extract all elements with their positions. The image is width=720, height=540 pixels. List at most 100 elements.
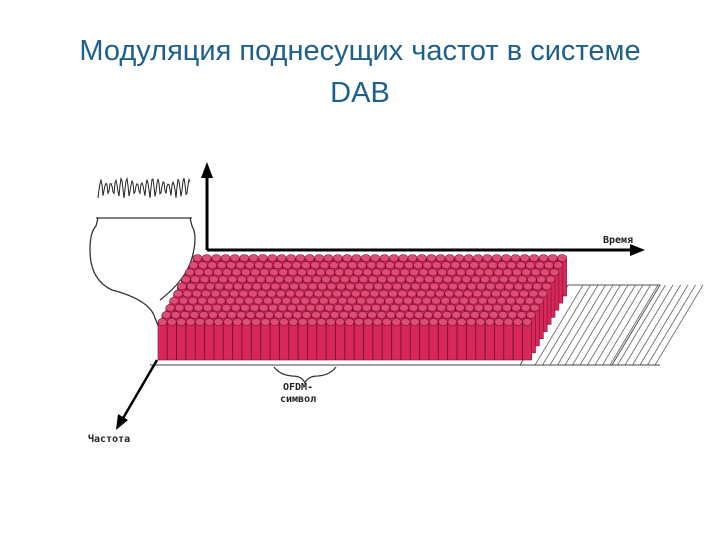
subcarrier-cylinder-top [472, 289, 483, 298]
subcarrier-cylinder-top [242, 282, 253, 291]
subcarrier-cylinder-top [491, 289, 501, 298]
subcarrier-cylinder-top [453, 289, 464, 298]
subcarrier-cylinder [494, 321, 504, 361]
subcarrier-cylinder-top [336, 282, 346, 291]
subcarrier-cylinder [167, 321, 177, 361]
hatch-line [557, 284, 606, 366]
subcarrier-cylinder-top [502, 268, 513, 277]
subcarrier-cylinder [410, 321, 420, 361]
subcarrier-cylinder-top [381, 268, 391, 277]
subcarrier-cylinder-top [515, 296, 525, 305]
subcarrier-cylinder-top [333, 303, 344, 312]
subcarrier-cylinder-top [349, 275, 359, 284]
subcarrier-cylinder-top [348, 311, 359, 319]
subcarrier-cylinder-top [530, 303, 540, 312]
subcarrier-cylinder-top [393, 296, 404, 305]
subcarrier-cylinder-top [413, 311, 424, 319]
subcarrier-cylinder-top [507, 311, 518, 319]
subcarrier-cylinder-top [194, 268, 204, 277]
subcarrier-cylinder-top [451, 311, 462, 319]
subcarrier-cylinder-top [444, 289, 455, 298]
subcarrier-cylinder-top [530, 268, 541, 277]
subcarrier-cylinder-top [222, 268, 232, 277]
subcarrier-cylinder-top [329, 311, 340, 319]
subcarrier-cylinder-top [326, 282, 337, 291]
subcarrier-cylinder-top [350, 289, 361, 298]
subcarrier-cylinder-top [484, 318, 495, 326]
subcarrier-cylinder-top [367, 311, 377, 319]
subcarrier-cylinder [363, 321, 374, 361]
subcarrier-cylinder-top [323, 254, 334, 262]
subcarrier-cylinder-top [353, 268, 363, 277]
subcarrier-waveform [97, 176, 191, 199]
subcarrier-cylinder-top [325, 268, 335, 277]
subcarrier-cylinder-top [297, 268, 307, 277]
subcarrier-cylinder-top [261, 282, 271, 291]
subcarrier-cylinder-top [211, 254, 221, 262]
subcarrier-cylinder-top [386, 275, 397, 284]
subcarrier-cylinder-top [250, 268, 260, 277]
subcarrier-cylinder-top [272, 261, 283, 269]
subcarrier-cylinder-top [391, 318, 402, 326]
subcarrier-cylinder-top [475, 318, 486, 326]
subcarrier-cylinder-top [212, 303, 222, 312]
subcarrier-cylinder-top [232, 318, 243, 326]
subcarrier-cylinder [185, 321, 196, 361]
subcarrier-cylinder-top [178, 296, 189, 305]
subcarrier-cylinder-top [185, 318, 196, 326]
subcarrier-cylinder-top [389, 254, 399, 262]
subcarrier-cylinder-top [385, 311, 396, 319]
subcarrier-cylinder-top [268, 303, 278, 312]
subcarrier-cylinder-top [557, 254, 567, 262]
subcarrier-cylinder-top [395, 311, 405, 319]
subcarrier-cylinder-top [456, 318, 467, 326]
ofdm-symbol-brace [273, 366, 337, 385]
subcarrier-cylinder-top [278, 268, 289, 277]
subcarrier-cylinder-top [298, 282, 309, 291]
subcarrier-cylinder-top [360, 254, 371, 262]
subcarrier-cylinder-top [297, 318, 308, 326]
subcarrier-cylinder-top [372, 318, 383, 326]
subcarrier-cylinder-top [385, 261, 395, 269]
subcarrier-cylinder-top [195, 318, 205, 326]
subcarrier-cylinder-top [234, 296, 245, 305]
subcarrier-cylinder-top [201, 289, 211, 298]
subcarrier-cylinder-top [189, 311, 200, 319]
subcarrier-cylinder-top [165, 303, 176, 312]
subcarrier-cylinder-top [193, 303, 204, 312]
subcarrier-cylinder [241, 321, 252, 361]
subcarrier-cylinder-top [369, 289, 380, 298]
subcarrier-cylinder-top [304, 254, 315, 262]
ofdm-carriers-block [157, 254, 567, 361]
subcarrier-cylinder-top [432, 311, 443, 319]
subcarrier-cylinder-top [213, 268, 223, 277]
subcarrier-cylinder-top [282, 261, 292, 269]
subcarrier-cylinder [279, 321, 289, 361]
subcarrier-cylinder-top [520, 303, 531, 312]
subcarrier-cylinder-top [468, 296, 479, 305]
subcarrier-cylinder-top [345, 282, 356, 291]
subcarrier-cylinder-top [544, 261, 554, 269]
subcarrier-cylinder-top [322, 289, 333, 298]
subcarrier-cylinder-top [236, 311, 246, 319]
subcarrier-cylinder-top [371, 303, 381, 312]
subcarrier-cylinder [307, 321, 317, 361]
subcarrier-cylinder-top [352, 303, 363, 312]
subcarrier-cylinder-top [244, 296, 254, 305]
subcarrier-cylinder-top [206, 296, 217, 305]
subcarrier-cylinder-top [244, 261, 255, 269]
subcarrier-cylinder-top [463, 254, 474, 262]
subcarrier-cylinder-top [301, 311, 312, 319]
subcarrier-cylinder-top [450, 261, 461, 269]
subcarrier-cylinder-top [307, 282, 318, 291]
subcarrier-cylinder-top [217, 311, 228, 319]
subcarrier-cylinder-top [500, 289, 511, 298]
subcarrier-cylinder-top [421, 296, 432, 305]
subcarrier-cylinder-top [216, 261, 227, 269]
subcarrier-cylinder-top [455, 303, 465, 312]
subcarrier-cylinder-top [442, 275, 453, 284]
subcarrier-cylinder-top [405, 275, 416, 284]
subcarrier-cylinder-top [438, 318, 448, 326]
hatch-line [572, 284, 621, 366]
subcarrier-cylinder-top [344, 318, 355, 326]
